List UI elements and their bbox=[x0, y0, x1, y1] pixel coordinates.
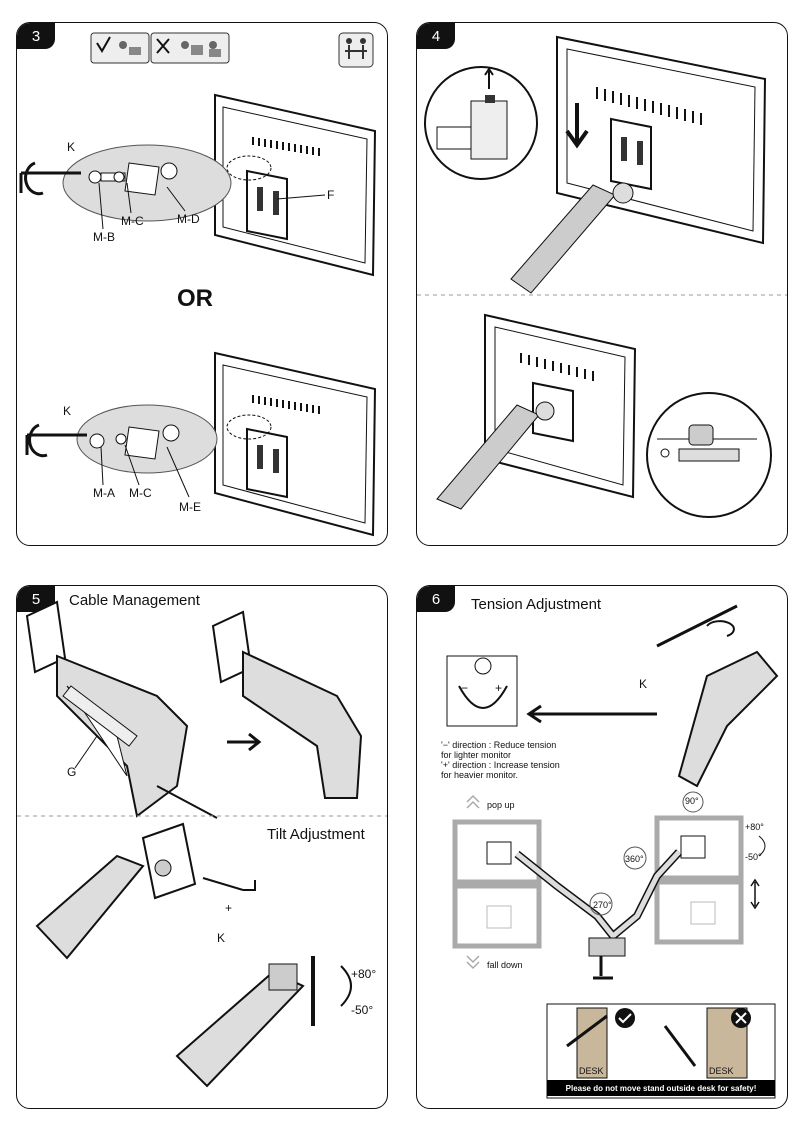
correct-screw-icon bbox=[90, 32, 150, 64]
step-4-illustration bbox=[417, 35, 787, 518]
svg-text:K: K bbox=[217, 931, 225, 945]
step-number-badge: 5 bbox=[17, 586, 55, 612]
step-6-panel: 6 Tension Adjustment − + K pop up fall d… bbox=[416, 585, 788, 1109]
svg-text:K: K bbox=[67, 140, 75, 154]
svg-text:K: K bbox=[63, 404, 71, 418]
svg-text:-50°: -50° bbox=[351, 1003, 373, 1017]
svg-text:M-A: M-A bbox=[93, 486, 115, 500]
tilt-adjustment-title: Tilt Adjustment bbox=[267, 826, 365, 843]
svg-text:-50°: -50° bbox=[745, 852, 762, 862]
step-3-panel: 3 bbox=[16, 22, 388, 546]
step-3-illustration: K M-B M-C M-D F bbox=[19, 32, 377, 537]
svg-text:+80°: +80° bbox=[745, 822, 764, 832]
monitor-back-bottom bbox=[214, 351, 377, 537]
svg-text:M-B: M-B bbox=[93, 230, 115, 244]
or-separator: OR bbox=[177, 285, 213, 312]
monitor-back-top bbox=[214, 93, 377, 277]
step-number-badge: 3 bbox=[17, 23, 55, 49]
tension-note: '−' direction : Reduce tension for light… bbox=[441, 740, 560, 780]
tension-note-line-3: '+' direction : Increase tension bbox=[441, 760, 560, 770]
svg-text:M-E: M-E bbox=[179, 500, 201, 514]
step-5-panel: 5 Cable Management Tilt Adjustment G + K… bbox=[16, 585, 388, 1109]
svg-text:M-C: M-C bbox=[121, 214, 144, 228]
svg-text:M-D: M-D bbox=[177, 212, 200, 226]
svg-text:+80°: +80° bbox=[351, 967, 376, 981]
svg-text:pop up: pop up bbox=[487, 800, 515, 810]
svg-text:270°: 270° bbox=[593, 900, 612, 910]
step-4-panel: 4 bbox=[416, 22, 788, 546]
svg-text:DESK: DESK bbox=[709, 1066, 734, 1076]
step-number-badge: 6 bbox=[417, 586, 455, 612]
svg-text:K: K bbox=[639, 677, 647, 691]
safety-warning-banner: Please do not move stand outside desk fo… bbox=[547, 1080, 775, 1096]
svg-text:+: + bbox=[225, 901, 232, 915]
tension-note-line-4: for heavier monitor. bbox=[441, 770, 519, 780]
step-6-illustration: − + K pop up fall down 90° 360° 270° +80… bbox=[446, 604, 779, 1099]
wrong-screw-icon bbox=[150, 32, 230, 64]
svg-text:M-C: M-C bbox=[129, 486, 152, 500]
svg-text:90°: 90° bbox=[685, 796, 699, 806]
step-number-badge: 4 bbox=[417, 23, 455, 49]
svg-text:F: F bbox=[327, 188, 334, 202]
cable-management-title: Cable Management bbox=[69, 592, 200, 609]
svg-text:DESK: DESK bbox=[579, 1066, 604, 1076]
step-5-illustration: G + K +80° -50° bbox=[17, 600, 387, 1088]
tension-adjustment-title: Tension Adjustment bbox=[471, 596, 602, 613]
svg-text:+: + bbox=[495, 681, 502, 695]
svg-text:G: G bbox=[67, 765, 76, 779]
svg-text:−: − bbox=[461, 681, 468, 695]
svg-text:360°: 360° bbox=[625, 854, 644, 864]
tension-note-line-2: for lighter monitor bbox=[441, 750, 512, 760]
tension-note-line-1: '−' direction : Reduce tension bbox=[441, 740, 557, 750]
svg-text:fall down: fall down bbox=[487, 960, 523, 970]
